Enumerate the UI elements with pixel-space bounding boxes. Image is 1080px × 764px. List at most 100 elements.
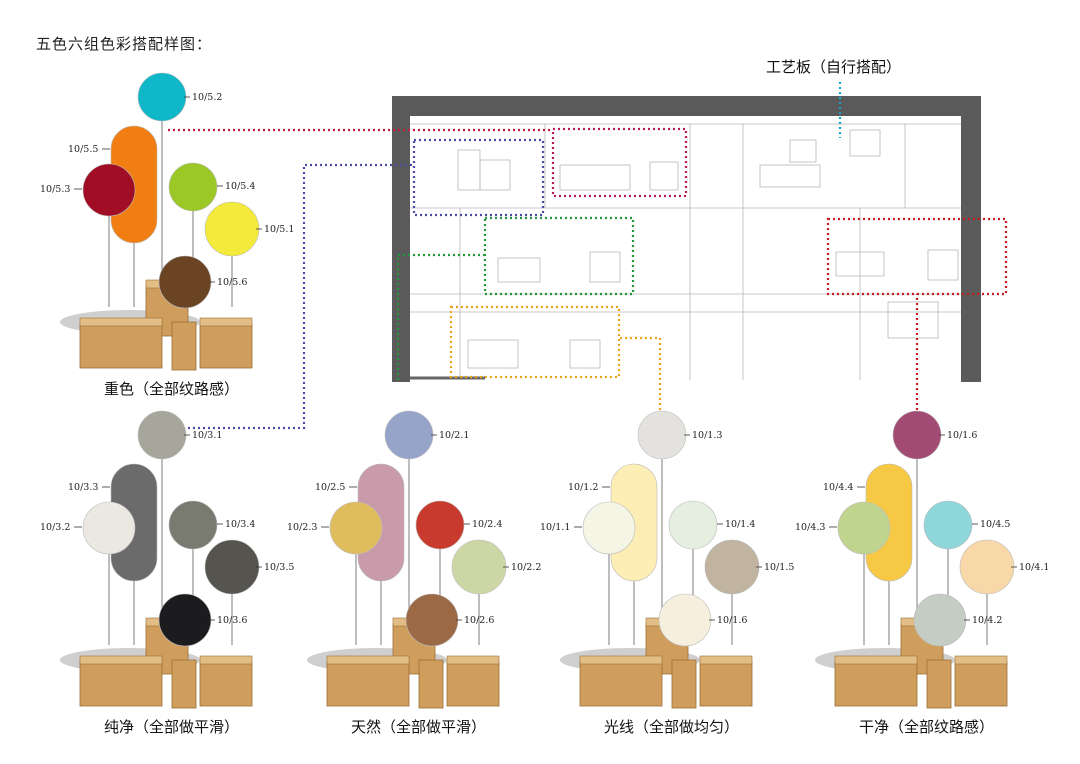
color-code-label: 10/5.4 [225,181,255,192]
wood-block [199,661,253,707]
color-code-label: 10/5.6 [217,277,247,288]
color-swatch [837,501,891,555]
connector-natural [396,253,485,380]
color-code-label: 10/4.2 [972,615,1002,626]
color-swatch [204,201,260,257]
color-code-label: 10/1.6 [947,430,977,441]
color-code-label: 10/2.4 [472,519,502,530]
color-code-label: 10/4.5 [980,519,1010,530]
color-swatch [637,410,687,460]
wood-block [834,661,918,707]
wood-block-top [834,655,918,665]
color-swatch [82,501,136,555]
color-code-label: 10/4.1 [1019,562,1049,573]
color-group-3: 10/2.1 10/2.5 10/2.3 10/2.4 10/2.2 10/2.6 天然（全… [287,410,541,736]
wood-block [954,661,1008,707]
wood-block-top [579,655,663,665]
wood-block-top [79,655,163,665]
color-swatch [959,539,1015,595]
color-swatch [405,593,459,647]
color-swatch [329,501,383,555]
wood-block-top [199,655,253,665]
color-code-label: 10/5.2 [192,92,222,103]
wood-block [199,323,253,369]
color-code-label: 10/1.6 [717,615,747,626]
color-code-label: 10/1.3 [692,430,722,441]
color-code-label: 10/2.5 [315,482,345,493]
color-swatch [704,539,760,595]
board-region-crimson [551,127,688,198]
color-code-label: 10/3.2 [40,522,70,533]
color-swatch [384,410,434,460]
wood-block-top [199,317,253,327]
wood-block [926,659,952,709]
color-swatch [168,500,218,550]
color-code-label: 10/3.4 [225,519,255,530]
color-code-label: 10/1.1 [540,522,570,533]
color-swatch [451,539,507,595]
color-code-label: 10/3.6 [217,615,247,626]
wood-block [671,659,697,709]
wood-block [699,661,753,707]
color-code-label: 10/3.1 [192,430,222,441]
color-code-label: 10/1.4 [725,519,755,530]
color-swatch [582,501,636,555]
color-swatch [923,500,973,550]
color-swatch [158,593,212,647]
color-swatch [913,593,967,647]
wood-block-top [79,317,163,327]
wood-block [579,661,663,707]
process-board [392,96,981,382]
wood-block-top [446,655,500,665]
wood-block [79,661,163,707]
group-caption: 干净（全部纹路感） [859,718,994,736]
wood-block [446,661,500,707]
color-code-label: 10/4.4 [823,482,853,493]
color-group-5: 10/1.6 10/4.4 10/4.3 10/4.5 10/4.1 10/4.2 干净（全… [795,410,1049,736]
wood-block [326,661,410,707]
wood-block [171,659,197,709]
color-swatch [168,162,218,212]
color-swatch [82,163,136,217]
wood-block-top [699,655,753,665]
color-group-1: 10/5.2 10/5.5 10/5.3 10/5.4 10/5.1 10/5.6 重色（全… [40,72,294,398]
group-caption: 纯净（全部做平滑） [104,718,239,736]
color-code-label: 10/2.1 [439,430,469,441]
group-caption: 光线（全部做均匀） [604,718,739,736]
color-code-label: 10/2.3 [287,522,317,533]
color-code-label: 10/4.3 [795,522,825,533]
group-caption: 天然（全部做平滑） [351,718,486,736]
color-code-label: 10/1.5 [764,562,794,573]
board-label: 工艺板（自行搭配） [766,58,901,76]
color-group-2: 10/3.1 10/3.3 10/3.2 10/3.4 10/3.5 10/3.6 纯净（全… [40,410,294,736]
color-code-label: 10/1.2 [568,482,598,493]
color-swatch [658,593,712,647]
color-groups: 10/5.2 10/5.5 10/5.3 10/5.4 10/5.1 10/5.6 重色（全… [40,72,1049,736]
color-code-label: 10/3.3 [68,482,98,493]
color-swatch [137,410,187,460]
color-code-label: 10/2.6 [464,615,494,626]
color-code-label: 10/5.5 [68,144,98,155]
connector-light [619,336,662,410]
color-swatch [892,410,942,460]
color-swatch [204,539,260,595]
page-title: 五色六组色彩搭配样图： [36,35,213,53]
board-region-orange [449,305,621,379]
color-swatch [137,72,187,122]
color-code-label: 10/2.2 [511,562,541,573]
wood-block [79,323,163,369]
wood-block-top [326,655,410,665]
wood-block-top [954,655,1008,665]
color-swatch [158,255,212,309]
color-swatch [668,500,718,550]
board-region-purple [412,138,545,217]
wood-block [171,321,197,371]
group-caption: 重色（全部纹路感） [104,380,239,398]
color-code-label: 10/5.3 [40,184,70,195]
color-code-label: 10/5.1 [264,224,294,235]
color-swatch [415,500,465,550]
color-group-4: 10/1.3 10/1.2 10/1.1 10/1.4 10/1.5 10/1.6 光线（全… [540,410,794,736]
color-code-label: 10/3.5 [264,562,294,573]
wood-block [418,659,444,709]
